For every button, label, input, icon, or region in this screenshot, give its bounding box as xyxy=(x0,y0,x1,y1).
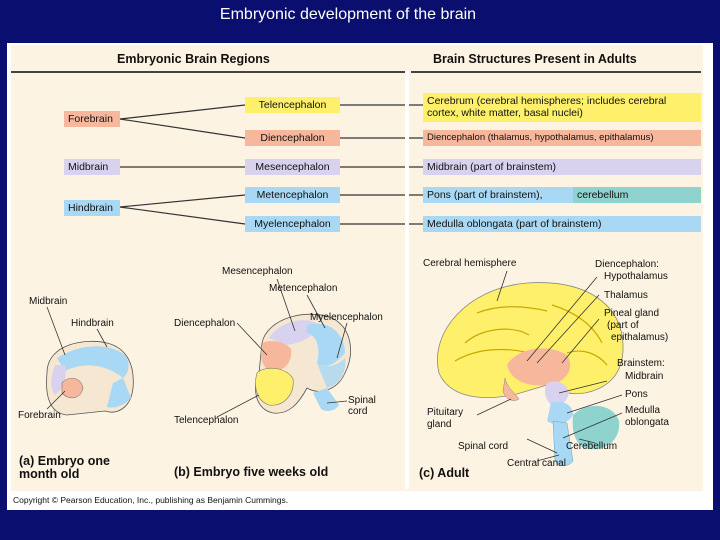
adult-pons: Pons (part of brainstem), xyxy=(423,187,573,203)
b-label-spinal-cord: Spinal cord xyxy=(348,395,376,417)
adult-midbrain: Midbrain (part of brainstem) xyxy=(423,159,701,175)
adult-brain-illustration xyxy=(437,282,624,466)
header-embryonic-regions: Embryonic Brain Regions xyxy=(117,52,270,66)
header-rule-right xyxy=(411,71,701,73)
b-label-telencephalon: Telencephalon xyxy=(174,415,239,426)
caption-a: (a) Embryo one month old xyxy=(19,454,110,481)
c-label-diencephalon: Diencephalon: xyxy=(595,259,659,270)
subdivision-diencephalon: Diencephalon xyxy=(245,130,340,146)
b-label-diencephalon: Diencephalon xyxy=(174,318,236,329)
region-midbrain: Midbrain xyxy=(64,159,120,175)
subdivision-mesencephalon: Mesencephalon xyxy=(245,159,340,175)
c-label-hypothalamus: Hypothalamus xyxy=(604,271,668,282)
subdivision-metencephalon: Metencephalon xyxy=(245,187,340,203)
c-label-central-canal: Central canal xyxy=(507,458,566,469)
a-label-midbrain: Midbrain xyxy=(29,296,68,307)
a-label-forebrain: Forebrain xyxy=(18,410,61,421)
caption-b: (b) Embryo five weeks old xyxy=(174,465,329,479)
subdivision-myelencephalon: Myelencephalon xyxy=(245,216,340,232)
embryo-one-month-illustration xyxy=(46,340,134,416)
c-label-spinal-cord: Spinal cord xyxy=(458,441,509,452)
figure-panel: Embryonic Brain Regions Brain Structures… xyxy=(7,43,713,510)
c-label-midbrain: Midbrain xyxy=(625,371,664,382)
c-label-cerebellum: Cerebellum xyxy=(566,441,618,452)
subdivision-telencephalon: Telencephalon xyxy=(245,97,340,113)
c-label-thalamus: Thalamus xyxy=(604,290,648,301)
c-label-brainstem: Brainstem: xyxy=(617,358,665,369)
c-label-pons: Pons xyxy=(625,389,648,400)
region-forebrain: Forebrain xyxy=(64,111,120,127)
header-rule-left xyxy=(11,71,407,73)
region-hindbrain: Hindbrain xyxy=(64,200,120,216)
c-label-cerebral-hemisphere: Cerebral hemisphere xyxy=(423,258,517,269)
caption-c: (c) Adult xyxy=(419,466,470,480)
header-adult-structures: Brain Structures Present in Adults xyxy=(433,52,637,66)
c-label-part-of: (part of xyxy=(607,320,639,331)
adult-cerebellum: cerebellum xyxy=(573,187,701,203)
c-label-pineal-gland: Pineal gland xyxy=(604,308,660,319)
adult-diencephalon: Diencephalon (thalamus, hypothalamus, ep… xyxy=(423,130,701,146)
copyright-notice: Copyright © Pearson Education, Inc., pub… xyxy=(13,495,289,505)
b-label-mesencephalon: Mesencephalon xyxy=(222,266,293,277)
c-label-gland: gland xyxy=(427,419,452,430)
c-label-pituitary: Pituitary xyxy=(427,407,464,418)
a-label-hindbrain: Hindbrain xyxy=(71,318,114,329)
c-label-oblongata: oblongata xyxy=(625,417,669,428)
embryo-five-weeks-illustration xyxy=(255,313,351,414)
adult-cerebrum: Cerebrum (cerebral hemispheres; includes… xyxy=(423,93,701,122)
adult-medulla: Medulla oblongata (part of brainstem) xyxy=(423,216,701,232)
b-label-myelencephalon: Myelencephalon xyxy=(310,312,383,323)
connector-lines xyxy=(46,71,624,489)
c-label-epithalamus: epithalamus) xyxy=(611,332,669,343)
slide-title: Embryonic development of the brain xyxy=(219,6,477,23)
b-label-metencephalon: Metencephalon xyxy=(269,283,338,294)
c-label-medulla: Medulla xyxy=(625,405,661,416)
